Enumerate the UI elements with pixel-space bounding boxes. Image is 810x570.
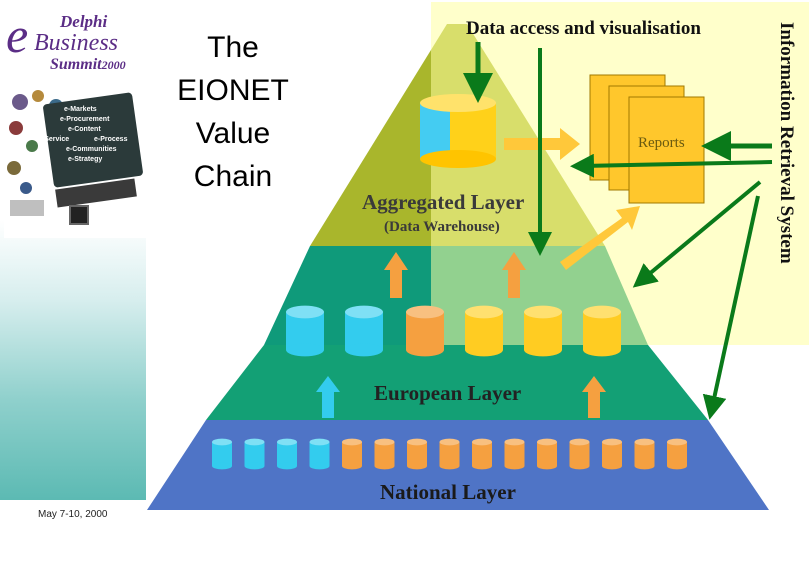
event-logo: e Delphi Business Summit2000	[4, 8, 146, 76]
e-business-collage: e-Markets e-Procurement e-Content e-Serv…	[4, 88, 146, 238]
top-label: Data access and visualisation	[466, 18, 701, 39]
up-arrow-orange-3	[502, 252, 526, 298]
database-cylinder	[602, 438, 622, 470]
database-cylinder	[286, 305, 324, 357]
collage-item: e-Strategy	[68, 156, 103, 163]
database-cylinder	[504, 438, 525, 470]
collage-item: e-Process	[94, 136, 128, 143]
reports-label: Reports	[638, 135, 685, 151]
logo-summit-text: Summit2000	[50, 56, 126, 74]
data-warehouse-cylinder	[420, 94, 496, 168]
data-warehouse-label: (Data Warehouse)	[384, 219, 500, 235]
national-layer-label: National Layer	[380, 480, 516, 504]
logo-delphi-text: Delphi	[60, 12, 108, 31]
database-cylinder	[374, 438, 395, 470]
event-sidebar: e Delphi Business Summit2000 e-Markets e…	[0, 0, 146, 520]
database-cylinder	[277, 438, 297, 470]
logo-e-letter: e	[6, 7, 29, 63]
collage-graphic	[4, 88, 146, 238]
logo-business-text: Business	[34, 30, 118, 56]
national-databases	[212, 438, 687, 470]
title-line: EIONET	[177, 74, 289, 107]
european-layer-label: European Layer	[374, 381, 521, 405]
database-cylinder	[407, 438, 427, 470]
database-cylinder	[634, 438, 655, 470]
logo-year: 2000	[101, 58, 126, 72]
title-line: Chain	[193, 160, 273, 193]
database-cylinder	[524, 305, 562, 357]
collage-item: e-Markets	[64, 106, 97, 113]
database-cylinder	[472, 438, 492, 470]
european-to-reports-arrow	[560, 206, 640, 270]
green-arrow-to-warehouse	[570, 153, 773, 178]
logo-summit-word: Summit	[50, 56, 102, 73]
title-line: Value	[195, 117, 271, 150]
value-chain-diagram: Reports Data access and visualisatio	[147, 2, 809, 510]
database-cylinder	[309, 438, 330, 470]
collage-item: e-Procurement	[60, 116, 110, 123]
database-cylinder	[244, 438, 265, 470]
reports-stack	[589, 74, 705, 204]
collage-item: e-Content	[68, 126, 101, 133]
up-arrow-cyan	[316, 376, 340, 418]
green-arrow-to-national	[702, 195, 760, 420]
collage-item: e-Communities	[66, 146, 117, 153]
database-cylinder	[583, 305, 621, 357]
database-cylinder	[465, 305, 503, 357]
database-cylinder	[667, 438, 687, 470]
up-arrow-orange-2	[384, 252, 408, 298]
aggregated-layer-label: Aggregated Layer	[362, 190, 524, 214]
database-cylinder	[212, 438, 232, 470]
title-line: The	[207, 31, 259, 64]
database-cylinder	[345, 305, 383, 357]
database-cylinder	[406, 305, 444, 357]
european-databases	[286, 305, 621, 357]
database-cylinder	[537, 438, 557, 470]
database-cylinder	[439, 438, 460, 470]
side-label: Information Retrieval System	[776, 22, 797, 264]
collage-item: e-Service	[38, 136, 70, 143]
event-date: May 7-10, 2000	[38, 509, 108, 520]
database-cylinder	[569, 438, 590, 470]
slide-title: The EIONET Value Chain	[160, 26, 306, 198]
green-arrow-to-upper	[632, 180, 762, 288]
database-cylinder	[342, 438, 362, 470]
up-arrow-orange-1	[582, 376, 606, 418]
